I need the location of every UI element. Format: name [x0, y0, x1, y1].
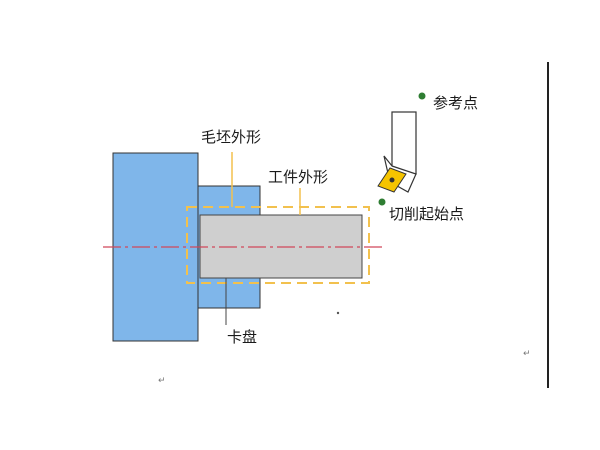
cutting-start-point-dot: [378, 198, 386, 206]
paragraph-mark-left: ↵: [158, 376, 166, 386]
reference-point-dot: [418, 92, 426, 100]
workpiece-outline-label: 工件外形: [268, 168, 328, 186]
blank-outline-label: 毛坯外形: [201, 128, 261, 146]
small-dot-mark: [336, 311, 340, 315]
tool-holder: [391, 111, 417, 175]
paragraph-mark-right: ↵: [523, 349, 531, 359]
insert-hole: [389, 177, 395, 183]
chuck-label: 卡盘: [227, 328, 257, 346]
cutting-start-point-label: 切削起始点: [389, 205, 464, 223]
reference-point-label: 参考点: [433, 94, 478, 112]
